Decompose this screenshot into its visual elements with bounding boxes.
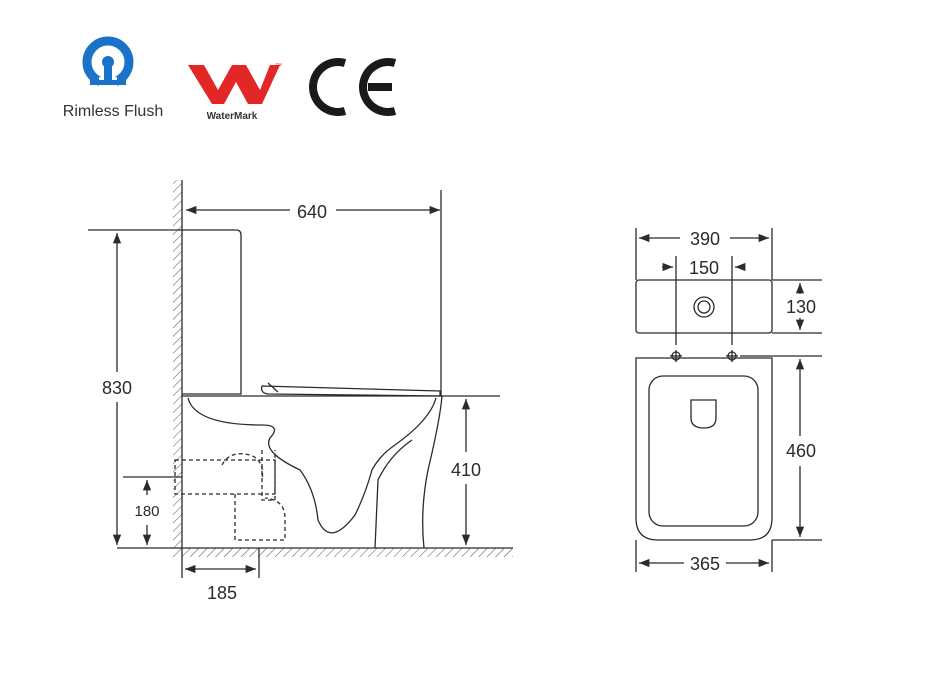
dim-inlet-spacing: 150 [689,258,719,278]
dim-tank-depth: 130 [786,297,816,317]
watermark-label: WaterMark [207,111,258,122]
tank-top [635,279,773,334]
dim-tank-width: 390 [690,229,720,249]
dim-setout: 185 [207,583,237,603]
floor-hatch [173,548,513,557]
watermark-tm: ™ [275,63,282,70]
dim-outlet-height: 180 [134,503,159,520]
trap-dashed [174,450,286,541]
dim-overall-depth: 640 [297,202,327,222]
bowl-top-outline [635,357,773,541]
wall-hatch [173,180,182,548]
ce-mark-logo [309,58,397,116]
top-view [635,228,822,572]
dim-seat-height: 410 [451,460,481,480]
ce-e-icon [359,58,397,116]
bowl-inner [187,397,437,534]
inlet-markers [670,350,738,362]
bowl-top-inner [648,375,759,527]
seat-lid [260,385,441,397]
rimless-flush-logo: Rimless Flush [63,36,163,120]
watermark-w-icon [188,65,280,104]
watermark-logo: ™ WaterMark [188,63,282,122]
dim-bowl-width: 365 [690,554,720,574]
bowl-outline [182,395,443,549]
dim-overall-height: 830 [102,378,132,398]
ce-c-icon [309,58,347,116]
cistern-outline [182,229,242,395]
dim-bowl-length: 460 [786,441,816,461]
rimless-flush-icon [82,36,134,91]
rimless-flush-label: Rimless Flush [63,103,163,120]
flush-button-icon [693,296,715,318]
outlet-hole [690,399,717,429]
side-view [88,180,513,578]
